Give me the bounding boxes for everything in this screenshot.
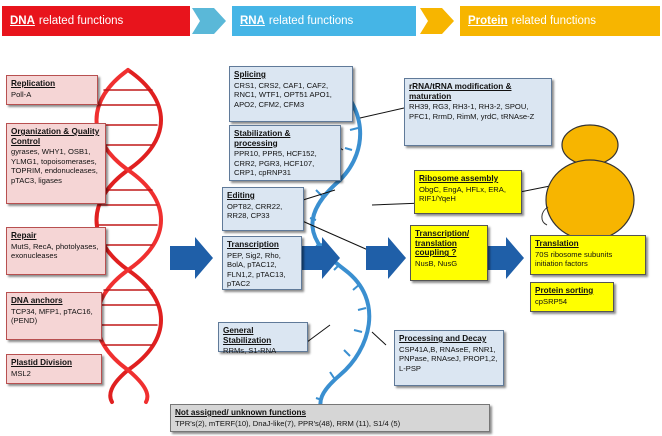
repair-title: Repair — [11, 231, 37, 240]
dna-anchors-box: DNA anchors TCP34, MFP1, pTAC16, (PEND) — [6, 292, 102, 340]
arrow-transcription-to-rna — [300, 237, 340, 279]
arrow-coupling-to-translation — [485, 237, 524, 279]
repair-box: Repair MutS, RecA, photolyases, exonucle… — [6, 227, 106, 275]
unassigned-title: Not assigned/ unknown functions — [175, 408, 306, 417]
plastid-division-box: Plastid Division MSL2 — [6, 354, 102, 384]
rrna-trna-body: RH39, RG3, RH3-1, RH3-2, SPOU, PFC1, Rrm… — [409, 102, 535, 121]
protein-sorting-body: cpSRP54 — [535, 296, 568, 306]
repair-body: MutS, RecA, photolyases, exonucleases — [11, 241, 99, 261]
arrow-dna-to-transcription — [170, 237, 213, 279]
ribosome-assembly-title: Ribosome assembly — [419, 174, 499, 183]
editing-box: Editing OPT82, CRR22, RR28, CP33 — [222, 187, 304, 231]
transcription-body: PEP, Sig2, Rho, BolA, pTAC12, FLN1,2, pT… — [227, 250, 286, 289]
translation-title: Translation — [535, 239, 579, 248]
general-stabilization-title: General Stabilization — [223, 326, 272, 345]
arrow-rna-to-coupling — [366, 237, 406, 279]
organization-title: Organization & Quality Control — [11, 127, 100, 146]
processing-decay-box: Processing and Decay CSP41A,B, RNAseE, R… — [394, 330, 504, 386]
dna-to-rna-arrow — [192, 8, 226, 34]
protein-sorting-box: Protein sorting cpSRP54 — [530, 282, 614, 312]
editing-title: Editing — [227, 191, 255, 200]
ribosome-assembly-body: ObgC, EngA, HFLx, ERA, RIF1/YqeH — [419, 184, 506, 204]
splicing-body: CRS1, CRS2, CAF1, CAF2, RNC1, WTF1, OPT5… — [234, 80, 332, 109]
dna-anchors-title: DNA anchors — [11, 296, 63, 305]
coupling-body: NusB, NusG — [415, 258, 458, 268]
dna-header-text: related functions — [38, 15, 124, 27]
ribosome-assembly-box: Ribosome assembly ObgC, EngA, HFLx, ERA,… — [414, 170, 522, 214]
dna-header: DNA related functions — [2, 6, 190, 36]
dna-double-helix — [94, 68, 163, 404]
replication-body: Poll-A — [11, 89, 32, 99]
protein-header-bold: Protein — [468, 15, 508, 27]
translation-box: Translation 70S ribosome subunits initia… — [530, 235, 646, 275]
processing-decay-body: CSP41A,B, RNAseE, RNR1, PNPase, RNAseJ, … — [399, 344, 498, 373]
protein-header-text: related functions — [511, 15, 597, 27]
rna-header-bold: RNA — [240, 15, 265, 27]
dna-anchors-body: TCP34, MFP1, pTAC16, (PEND) — [11, 306, 93, 326]
stabilization-body: PPR10, PPR5, HCF152, CRR2, PGR3, HCF107,… — [234, 149, 317, 178]
organization-box: Organization & Quality Control gyrases, … — [6, 123, 106, 204]
dna-header-bold: DNA — [10, 15, 35, 27]
protein-sorting-title: Protein sorting — [535, 286, 594, 295]
general-stabilization-box: General Stabilization RRMs, S1-RNA — [218, 322, 308, 356]
splicing-title: Splicing — [234, 70, 266, 79]
rrna-trna-title: rRNA/tRNA modification & maturation — [409, 82, 512, 101]
processing-decay-title: Processing and Decay — [399, 334, 487, 343]
rna-header-text: related functions — [268, 15, 354, 27]
transcription-title: Transcription — [227, 240, 279, 249]
translation-body: 70S ribosome subunits initiation factors — [535, 249, 613, 269]
transcription-box: Transcription PEP, Sig2, Rho, BolA, pTAC… — [222, 236, 302, 290]
protein-header: Protein related functions — [460, 6, 660, 36]
plastid-division-title: Plastid Division — [11, 358, 72, 367]
rna-to-protein-arrow — [420, 8, 454, 34]
replication-box: Replication Poll-A — [6, 75, 98, 105]
coupling-title: Transcription/ translation coupling ? — [415, 229, 470, 258]
editing-body: OPT82, CRR22, RR28, CP33 — [227, 201, 283, 221]
unassigned-box: Not assigned/ unknown functions TPR's(2)… — [170, 404, 490, 432]
flow-arrows — [170, 237, 524, 279]
coupling-box: Transcription/ translation coupling ? Nu… — [410, 225, 488, 281]
stabilization-title: Stabilization & processing — [234, 129, 291, 148]
replication-title: Replication — [11, 79, 56, 88]
stabilization-box: Stabilization & processing PPR10, PPR5, … — [229, 125, 341, 181]
plastid-division-body: MSL2 — [11, 368, 31, 378]
rna-header: RNA related functions — [232, 6, 416, 36]
organization-body: gyrases, WHY1, OSB1, YLMG1, topoisomeras… — [11, 147, 98, 185]
general-stabilization-body: RRMs, S1-RNA — [223, 346, 277, 356]
unassigned-body: TPR's(2), mTERF(10), DnaJ-like(7), PPR's… — [175, 418, 401, 428]
splicing-box: Splicing CRS1, CRS2, CAF1, CAF2, RNC1, W… — [229, 66, 353, 122]
rrna-trna-box: rRNA/tRNA modification & maturation RH39… — [404, 78, 552, 146]
